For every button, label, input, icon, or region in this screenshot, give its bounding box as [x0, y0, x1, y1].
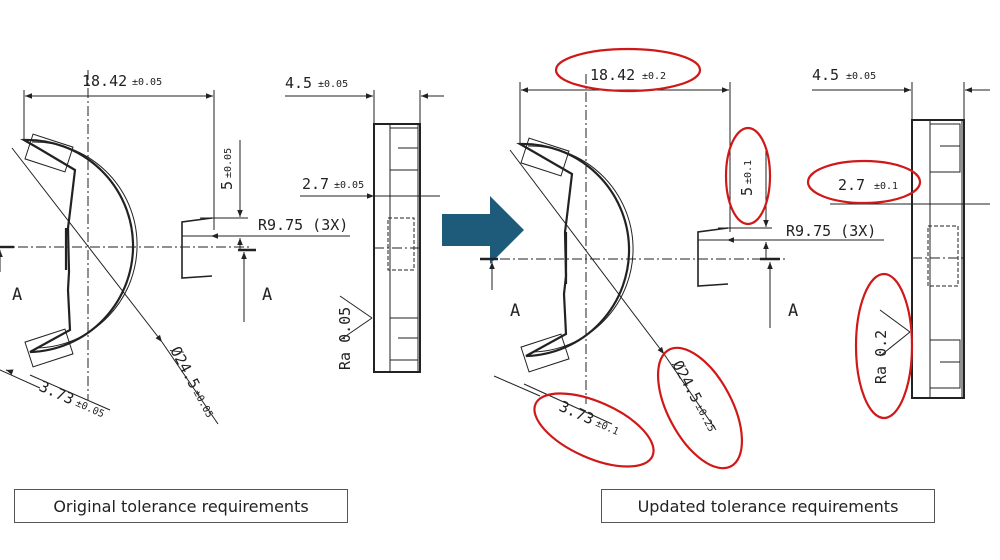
transition-arrow — [442, 196, 524, 264]
updated-diameter-tol: ±0.25 — [693, 402, 717, 434]
original-tab-value: 3.73 — [36, 377, 76, 408]
updated-thickness-tol: ±0.05 — [846, 71, 876, 82]
original-depth-value: 5 — [218, 181, 236, 190]
original-depth-tol: ±0.05 — [223, 148, 234, 178]
updated-roughness-value: Ra 0.2 — [872, 330, 890, 384]
original-bottom-tab — [24, 328, 74, 368]
updated-inner-outline — [527, 145, 634, 353]
original-diameter-value: Ø24.5 — [166, 343, 203, 391]
original-width-value: 18.42 — [82, 72, 127, 90]
updated-diameter-value: Ø24.5 — [668, 357, 705, 405]
original-radius-value: R9.75 (3X) — [258, 216, 348, 234]
updated-width-tol: ±0.2 — [642, 71, 666, 82]
highlight-group — [533, 47, 922, 470]
updated-top-tab — [520, 137, 570, 177]
original-width-tol: ±0.05 — [132, 77, 162, 88]
original-step-value: 2.7 — [302, 175, 329, 193]
updated-tab-tol: ±0.1 — [594, 418, 620, 438]
updated-part-outline — [516, 142, 631, 358]
updated-side-view — [812, 82, 990, 399]
original-top-tab — [24, 133, 74, 173]
updated-depth-value: 5 — [738, 187, 756, 196]
updated-step-tol: ±0.1 — [874, 181, 898, 192]
original-roughness-value: Ra 0.05 — [336, 307, 354, 370]
updated-section-label-left: A — [510, 301, 520, 321]
updated-drawing — [480, 74, 990, 431]
original-diameter-tol: ±0.05 — [191, 388, 215, 420]
updated-right-notch — [697, 227, 729, 287]
highlight-depth — [724, 126, 772, 226]
original-thickness-tol: ±0.05 — [318, 79, 348, 90]
updated-section-label-right: A — [788, 301, 798, 321]
updated-depth-tol: ±0.1 — [743, 160, 754, 184]
updated-step-value: 2.7 — [838, 176, 865, 194]
updated-thickness-value: 4.5 — [812, 66, 839, 84]
updated-caption: Updated tolerance requirements — [601, 489, 935, 523]
highlight-roughness — [854, 272, 914, 420]
original-thickness-value: 4.5 — [285, 74, 312, 92]
updated-width-value: 18.42 — [590, 66, 635, 84]
original-caption: Original tolerance requirements — [14, 489, 348, 523]
updated-radius-value: R9.75 (3X) — [786, 222, 876, 240]
highlight-tab — [533, 392, 655, 468]
original-section-label-left: A — [12, 285, 22, 305]
updated-bottom-tab — [520, 333, 570, 373]
original-side-view — [285, 90, 444, 373]
original-inner-outline — [31, 141, 138, 349]
highlight-step — [806, 159, 922, 205]
updated-tab-value: 3.73 — [556, 397, 596, 428]
highlight-diameter — [656, 346, 744, 470]
original-drawing — [0, 70, 444, 425]
original-step-tol: ±0.05 — [334, 180, 364, 191]
original-part-outline — [20, 138, 135, 354]
original-section-label-right: A — [262, 285, 272, 305]
highlight-width — [554, 47, 702, 93]
original-right-notch — [181, 217, 213, 279]
